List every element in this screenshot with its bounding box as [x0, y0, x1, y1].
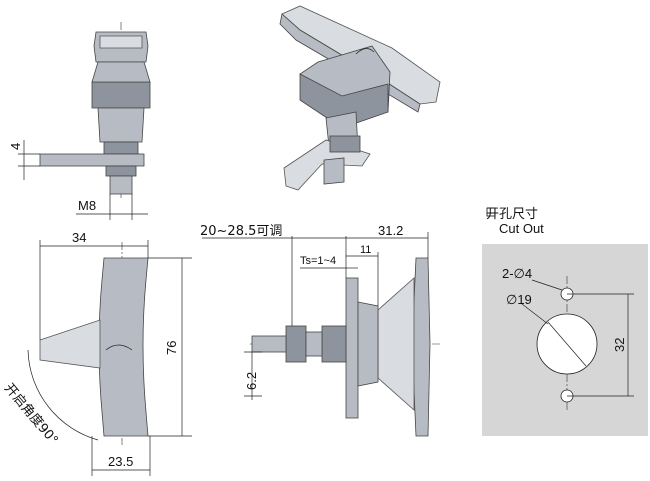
cutout-title-en: Cut Out [499, 221, 544, 236]
plate-thickness-dim: 4 [8, 143, 23, 150]
base-width-dim: 23.5 [108, 454, 133, 469]
side-view-top: 4 M8 [8, 22, 151, 220]
main-hole-dim: ∅19 [506, 292, 532, 307]
overall-depth-dim: 31.2 [378, 223, 403, 238]
flange-depth-dim: 11 [360, 244, 371, 256]
hole-spacing-dim: 32 [612, 338, 627, 352]
cutout-title-cn-text: 开孔尺寸 [486, 207, 538, 222]
cutout-panel: 开孔尺寸 Cut Out 32 2-∅4 ∅19 [482, 207, 648, 436]
handle-length-dim: 76 [164, 341, 179, 355]
front-view: 34 76 23.5 开启角度90° [1, 230, 192, 476]
ts-range-dim: Ts=1~4 [300, 255, 336, 267]
grip-range-dim: 20~28.5可调 [200, 224, 282, 239]
isometric-view [279, 5, 441, 191]
offset-dim: 6.2 [244, 372, 259, 390]
handle-width-dim: 34 [72, 230, 86, 245]
section-view: 20~28.5可调 31.2 11 Ts=1~4 6.2 [200, 223, 440, 437]
small-holes-dim: 2-∅4 [502, 266, 532, 281]
thread-dim: M8 [78, 198, 96, 213]
cutout-title-cn: 开孔尺寸 [486, 207, 538, 222]
rotation-label: 开启角度90° [1, 380, 61, 448]
